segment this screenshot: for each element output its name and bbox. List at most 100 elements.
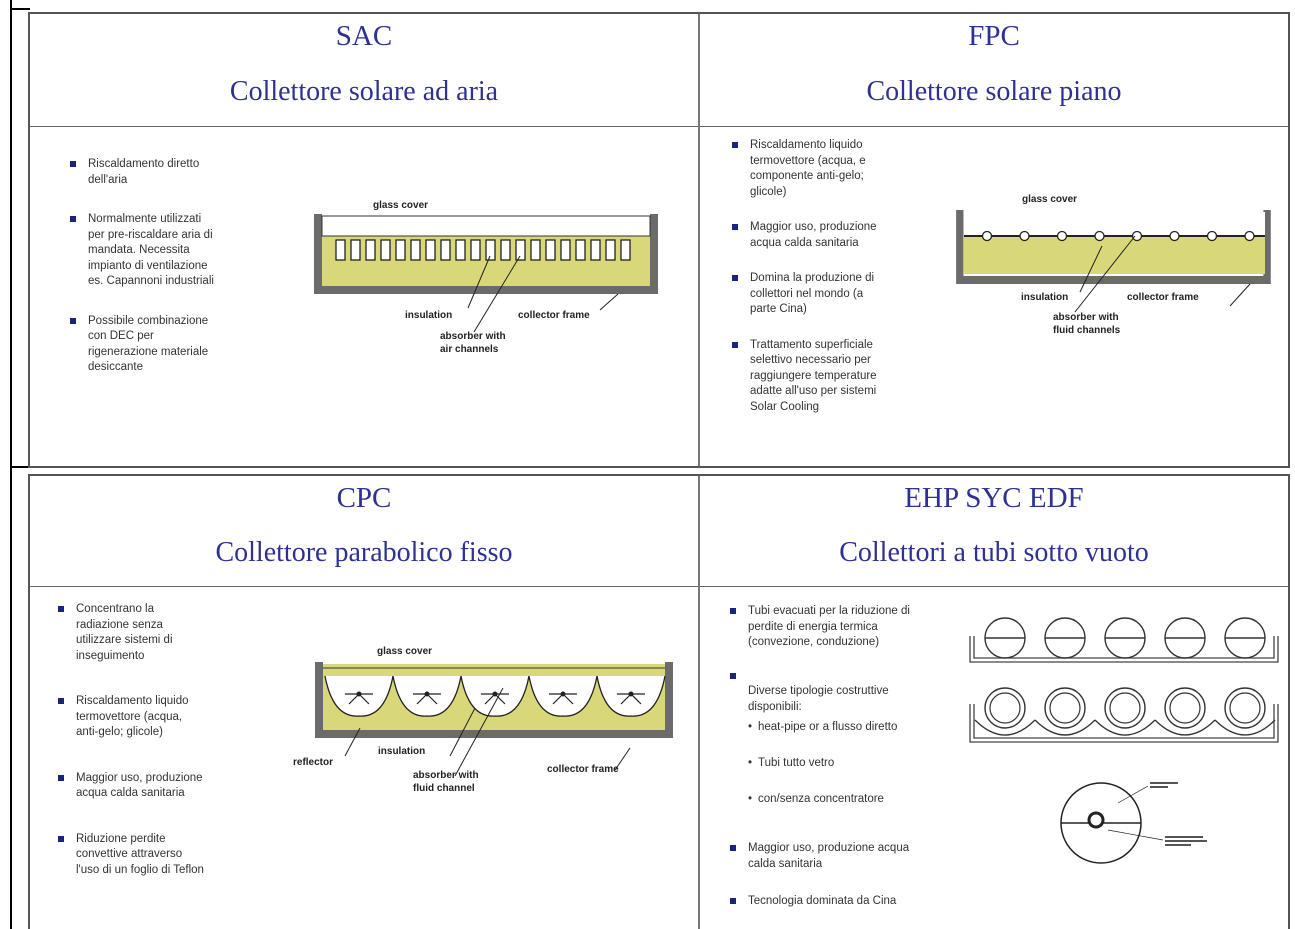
sac-bullet: Possibile combinazione con DEC per rigen…	[68, 314, 268, 376]
fluid-channel	[492, 691, 498, 697]
sac-bullet: Riscaldamento diretto dell'aria	[68, 157, 268, 188]
evacuated-tube-cell: EHP SYC EDF Collettori a tubi sotto vuot…	[700, 476, 1288, 929]
evacuated-tube-sub-bullet: heat-pipe or a flusso diretto	[748, 720, 968, 736]
air-channel	[380, 239, 391, 261]
cpc-absorber-leader	[454, 687, 504, 777]
sac-air-channels	[335, 239, 631, 261]
sac-absorber-label: absorber with air channels	[440, 331, 508, 352]
sac-title: Collettore solare ad aria	[229, 76, 499, 107]
tube-row-heat-pipe	[969, 617, 1279, 663]
sac-insulation-label: insulation	[405, 310, 452, 321]
inner-tube	[1109, 692, 1141, 724]
evacuated-tube-bullet: Tecnologia dominata da Cina	[728, 894, 968, 910]
evacuated-tube-title: Collettori a tubi sotto vuoto	[839, 537, 1149, 568]
fluid-tube	[1206, 230, 1218, 242]
evacuated-tube	[984, 687, 1026, 729]
sac-cell: SAC Collettore solare ad aria Riscaldame…	[30, 14, 698, 466]
bottom-slide-panel: CPC Collettore parabolico fisso Concentr…	[28, 474, 1290, 929]
fpc-glass-cover	[964, 212, 1265, 236]
air-channel	[515, 239, 526, 261]
evacuated-tube	[1224, 687, 1266, 729]
fpc-glass-cover-label: glass cover	[1022, 194, 1077, 205]
fpc-absorber-leader	[1074, 235, 1136, 313]
cpc-absorber-label-line: absorber with	[413, 770, 479, 781]
air-channel	[545, 239, 556, 261]
cpc-reflector-label: reflector	[293, 757, 333, 768]
left-margin-line	[10, 0, 12, 929]
inner-tube	[989, 692, 1021, 724]
fpc-cell: FPC Collettore solare piano Riscaldament…	[700, 14, 1288, 466]
middle-tick	[10, 466, 30, 468]
air-channel	[350, 239, 361, 261]
fpc-frame	[956, 210, 1271, 284]
air-channel	[410, 239, 421, 261]
evacuated-tube-header: EHP SYC EDF Collettori a tubi sotto vuot…	[700, 476, 1288, 587]
evacuated-tube	[1044, 687, 1086, 729]
tube-row-frame	[969, 636, 1279, 663]
air-channel	[440, 239, 451, 261]
cpc-insulation-leader	[449, 707, 476, 757]
cpc-diagram: glass cover reflector insulation absorbe…	[293, 646, 673, 794]
fpc-bullet-list: Riscaldamento liquido termovettore (acqu…	[730, 138, 930, 415]
fluid-channel	[560, 691, 566, 697]
sac-absorber-label-line: absorber with	[440, 331, 506, 342]
evacuated-tube-sub-bullet: Tubi tutto vetro	[748, 756, 968, 772]
air-channel	[575, 239, 586, 261]
cpc-reflectors	[324, 675, 666, 717]
tube-cross-section	[1060, 782, 1207, 864]
sac-glass-cover-label: glass cover	[373, 200, 428, 211]
fluid-tube	[1131, 230, 1143, 242]
fpc-bullet: Riscaldamento liquido termovettore (acqu…	[730, 138, 930, 200]
evacuated-tube-bullet-text: Diverse tipologie costruttive disponibil…	[748, 685, 889, 713]
fluid-tube	[1244, 230, 1255, 242]
fpc-fluid-channels	[981, 230, 1255, 242]
air-channel	[590, 239, 601, 261]
cpc-frame-leader	[614, 747, 631, 771]
evacuated-tube-bullet: Diverse tipologie costruttive disponibil…	[728, 669, 968, 824]
fpc-collector-frame-label: collector frame	[1127, 292, 1199, 303]
fpc-absorber-label: absorber with fluid channels	[1053, 312, 1121, 336]
sac-code: SAC	[335, 20, 393, 52]
evacuated-tube-bullet: Maggior uso, produzione acqua calda sani…	[728, 841, 968, 872]
air-channel	[560, 239, 571, 261]
cpc-bullet: Maggior uso, produzione acqua calda sani…	[56, 771, 266, 802]
fluid-tube	[1094, 230, 1105, 242]
cpc-title: Collettore parabolico fisso	[215, 537, 513, 568]
concentrator-reflector	[1034, 719, 1096, 736]
fpc-insulation-label: insulation	[1021, 292, 1068, 303]
air-channel	[455, 239, 466, 261]
fpc-bullet: Trattamento superficiale selettivo neces…	[730, 338, 930, 416]
inner-tube	[1049, 692, 1081, 724]
evacuated-tube-bullet: Tubi evacuati per la riduzione di perdit…	[728, 604, 968, 651]
cpc-insulation-label: insulation	[378, 746, 425, 757]
top-tick	[10, 8, 30, 10]
air-channel	[485, 239, 496, 261]
cpc-bullet: Riscaldamento liquido termovettore (acqu…	[56, 694, 266, 741]
air-channel	[425, 239, 436, 261]
fpc-code: FPC	[968, 20, 1020, 52]
cpc-header: CPC Collettore parabolico fisso	[30, 476, 698, 587]
sac-bullet-list: Riscaldamento diretto dell'aria Normalme…	[68, 157, 268, 376]
sac-bullet: Normalmente utilizzati per pre-riscaldar…	[68, 212, 268, 290]
cpc-absorber-label: absorber with fluid channel	[413, 770, 481, 794]
fpc-frame-leader	[1229, 283, 1251, 307]
evacuated-tube-diagrams	[969, 617, 1279, 864]
inner-tube	[1229, 692, 1261, 724]
cpc-glass-cover-label: glass cover	[377, 646, 432, 657]
cpc-collector-frame-label: collector frame	[547, 764, 619, 775]
concentrator-reflector	[1214, 719, 1276, 736]
air-channel	[500, 239, 511, 261]
tube-row-frame	[969, 704, 1279, 743]
sac-absorber-leader	[473, 255, 521, 333]
fpc-diagram: glass cover insulation collector frame a…	[956, 194, 1271, 336]
air-channel	[620, 239, 631, 261]
cpc-bullet: Concentrano la radiazione senza utilizza…	[56, 602, 266, 664]
top-slide-panel: SAC Collettore solare ad aria Riscaldame…	[28, 12, 1290, 468]
cpc-absorber-label-line: fluid channel	[413, 783, 475, 794]
fpc-header: FPC Collettore solare piano	[700, 14, 1288, 127]
air-channel	[335, 239, 346, 261]
evacuated-tube-bullet-list: Tubi evacuati per la riduzione di perdit…	[728, 604, 968, 910]
fluid-tube	[1056, 230, 1068, 242]
fluid-channel	[424, 691, 430, 697]
cpc-bullet-list: Concentrano la radiazione senza utilizza…	[56, 602, 266, 878]
